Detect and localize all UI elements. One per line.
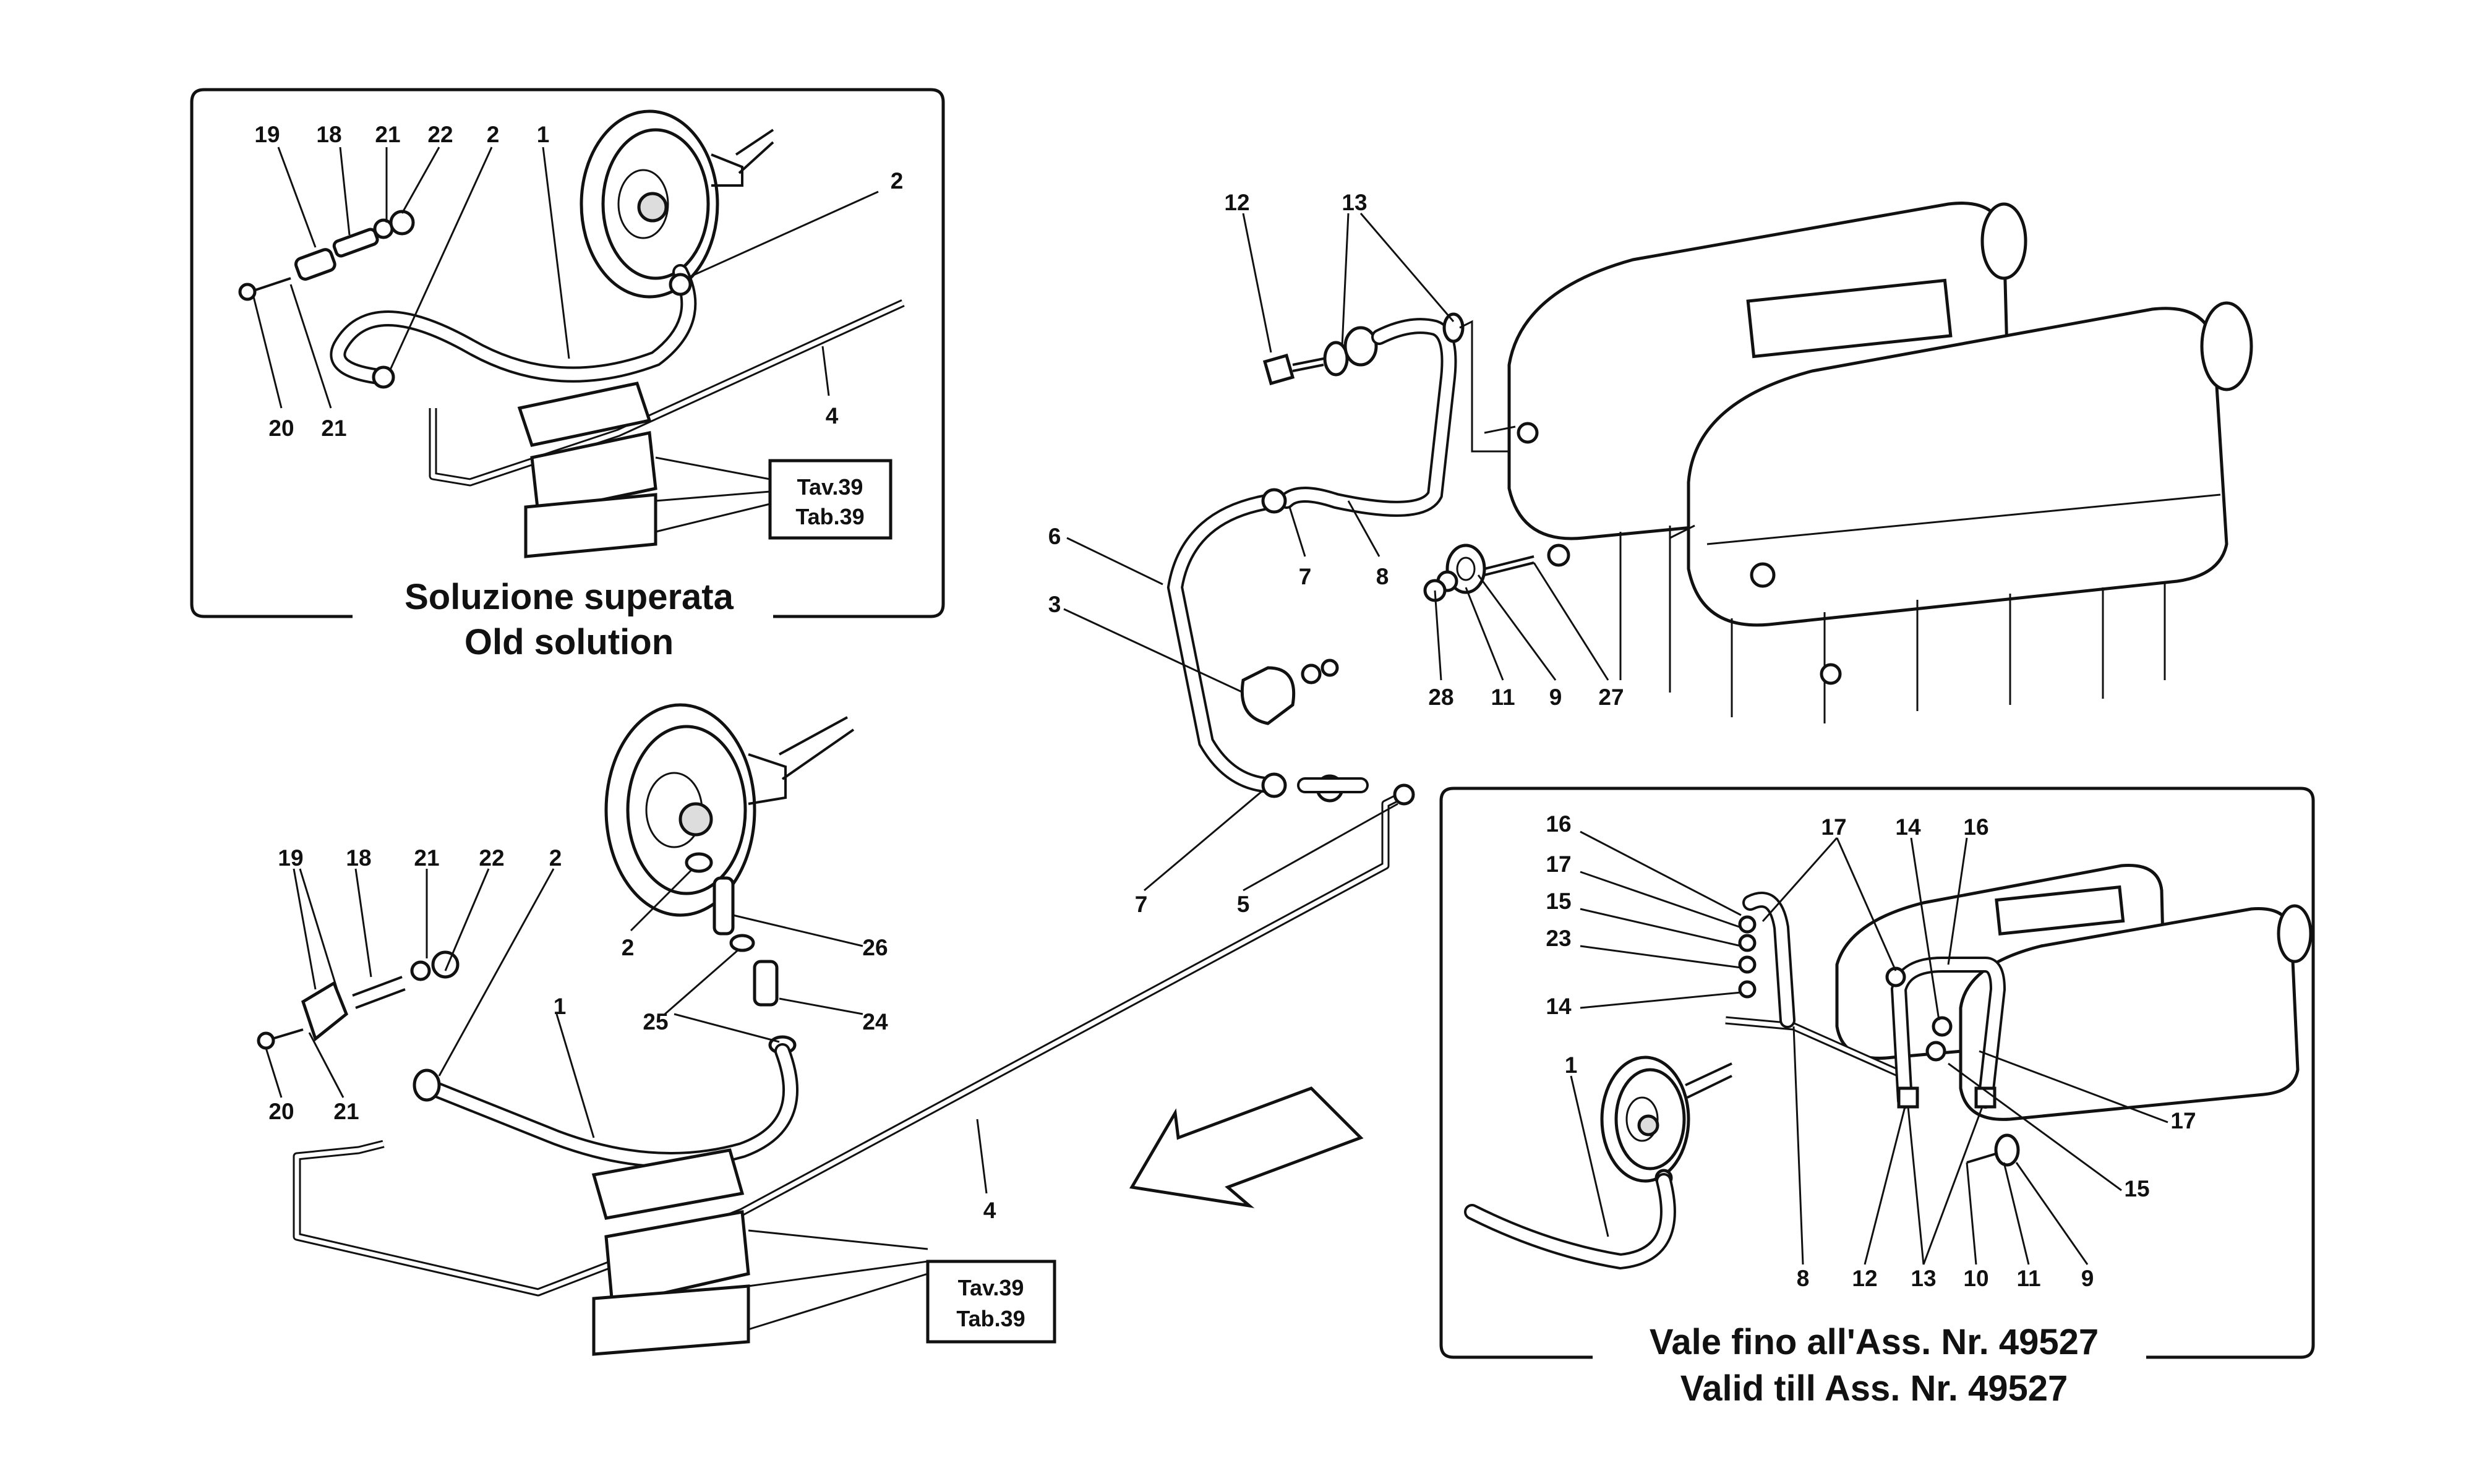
valid-callout-8: 8 [1797,1266,1810,1291]
main-callout-22: 22 [479,845,504,871]
old-callout-22: 22 [427,122,453,147]
old-callout-18: 18 [316,122,341,147]
old-solution-panel: Soluzione superata Old solution [190,88,945,662]
old-callout-21b: 21 [321,416,346,441]
center-callout-28: 28 [1428,684,1453,710]
main-tav-ref: Tav.39 [958,1275,1024,1300]
valid-caption-line1: Vale fino all'Ass. Nr. 49527 [1650,1322,2099,1362]
center-assembly: 12 13 6 7 8 3 28 11 9 27 7 5 [740,190,2253,1216]
valid-callout-15: 15 [1546,889,1571,914]
main-callout-19: 19 [278,845,303,871]
old-pipe-clamp [517,382,657,558]
check-valve-9 [1423,544,1570,602]
main-tav-ref-box [926,1260,1056,1344]
center-callout-6: 6 [1048,524,1061,549]
valid-callout-14b: 14 [1895,814,1921,840]
valid-callout-17: 17 [1546,851,1571,877]
old-tab-ref: Tab.39 [795,504,864,529]
intake-plenum [1484,202,2253,723]
main-callout-21: 21 [414,845,439,871]
center-callout-8: 8 [1376,564,1389,589]
hose-clip-3 [1240,659,1339,725]
old-callout-20: 20 [268,416,294,441]
center-callout-7b: 7 [1135,892,1148,917]
main-assembly: 19 18 21 22 2 2 26 25 24 1 20 21 4 Tav.3… [257,703,1364,1356]
valid-brake-servo [1600,1055,1732,1187]
valid-till-panel: Vale fino all'Ass. Nr. 49527 Valid till … [1439,787,2315,1409]
old-callout-4: 4 [826,403,839,429]
old-callout-1: 1 [537,122,550,147]
valid-callout-17c: 17 [2170,1108,2196,1133]
valid-callout-23: 23 [1546,926,1571,951]
main-callout-20: 20 [268,1099,294,1124]
old-callout-2b: 2 [891,168,904,194]
bolt-12 [1262,353,1324,386]
main-callout-4: 4 [983,1198,996,1223]
main-tab-ref: Tab.39 [956,1306,1025,1331]
old-tav-ref-box [768,459,892,540]
main-brake-servo [604,703,855,917]
center-callout-27: 27 [1598,684,1624,710]
main-callout-1: 1 [554,994,567,1019]
old-callout-19: 19 [254,122,280,147]
main-callout-25: 25 [643,1009,668,1034]
main-callout-18: 18 [346,845,371,871]
valid-callout-16b: 16 [1963,814,1988,840]
valid-caption-line2: Valid till Ass. Nr. 49527 [1680,1368,2068,1409]
valid-callout-12: 12 [1852,1266,1877,1291]
center-callout-11: 11 [1491,684,1515,710]
old-tav-ref: Tav.39 [797,474,863,500]
old-callout-21: 21 [375,122,400,147]
main-callout-24: 24 [862,1009,888,1034]
main-callout-21b: 21 [333,1099,359,1124]
main-pipe-clamp [591,1148,750,1356]
center-callout-5: 5 [1237,892,1250,917]
center-callout-3: 3 [1048,592,1061,617]
valid-callout-11: 11 [2016,1266,2040,1291]
center-callout-12: 12 [1224,190,1249,215]
valid-callout-16: 16 [1546,811,1571,837]
main-callout-26: 26 [862,935,888,960]
front-direction-arrow-icon [1129,1086,1364,1208]
center-callout-9: 9 [1549,684,1562,710]
valid-callout-15b: 15 [2124,1176,2149,1201]
valid-callout-9: 9 [2081,1266,2094,1291]
old-brake-servo [580,109,774,299]
center-callout-7a: 7 [1299,564,1312,589]
valid-callout-10: 10 [1963,1266,1988,1291]
old-callout-2: 2 [487,122,500,147]
valid-callout-17b: 17 [1821,814,1846,840]
center-callout-13: 13 [1342,190,1367,215]
valid-callout-14: 14 [1546,994,1572,1019]
main-pipe-bracket [257,950,460,1050]
old-caption-line2: Old solution [464,622,674,662]
valid-callout-13: 13 [1911,1266,1936,1291]
valid-callout-1: 1 [1565,1052,1578,1078]
valid-intake-plenum [1835,864,2313,1121]
old-caption-line1: Soluzione superata [404,577,734,617]
main-callout-2b: 2 [622,935,635,960]
main-callout-2: 2 [549,845,562,871]
